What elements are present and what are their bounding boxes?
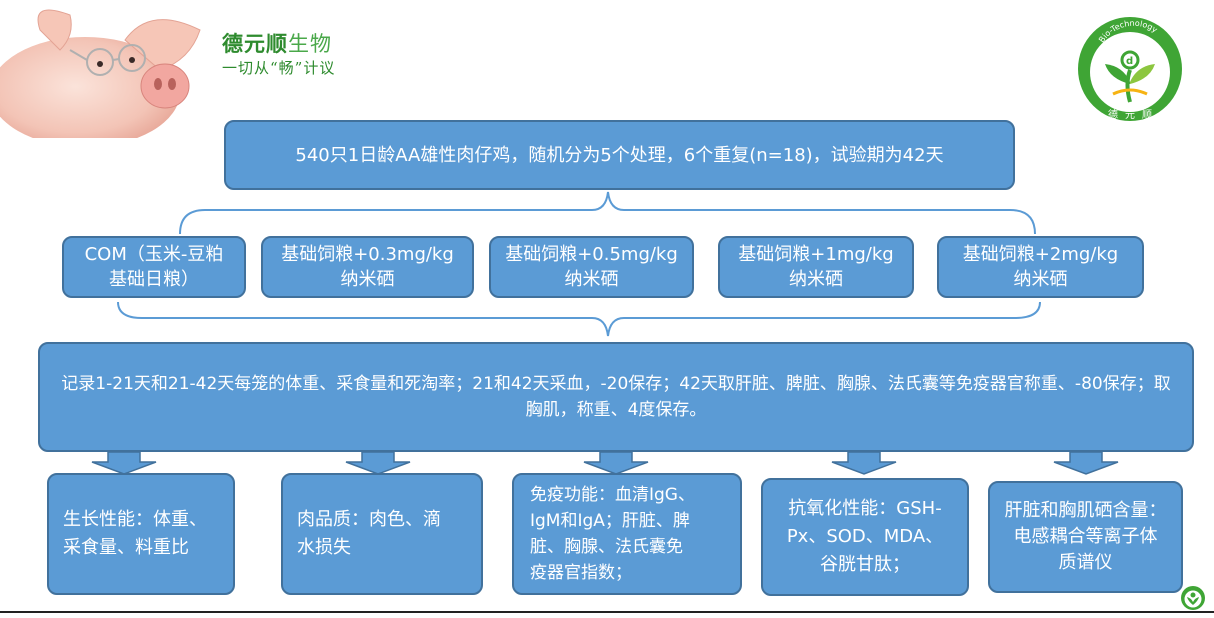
corner-logo-icon [1181,586,1205,610]
brand-name-light: 生物 [288,32,332,56]
arrow-down-3 [583,451,649,475]
brand-slogan: 一切从“畅”计议 [222,59,336,77]
procedure-box: 记录1-21天和21-42天每笼的体重、采食量和死淘率；21和42天采血，-20… [38,342,1194,452]
treatment-box-0-3mg: 基础饲粮+0.3mg/kg 纳米硒 [261,236,474,298]
arrow-down-1 [91,451,157,475]
company-logo: Bio-Technology d 德 元 顺 [1078,17,1182,121]
brace-treatments-to-procedure [117,301,1041,337]
treatment-box-1mg: 基础饲粮+1mg/kg 纳米硒 [718,236,914,298]
brand-name-bold: 德元顺 [222,31,288,56]
outcome-box-meat-quality: 肉品质：肉色、滴 水损失 [281,473,483,595]
svg-text:d: d [1126,56,1133,67]
design-box: 540只1日龄AA雄性肉仔鸡，随机分为5个处理，6个重复(n=18)，试验期为4… [224,120,1015,190]
treatment-box-com: COM（玉米-豆粕 基础日粮） [62,236,246,298]
logo-char-3: 顺 [1142,109,1152,121]
arrow-down-5 [1053,451,1119,475]
outcome-box-growth: 生长性能：体重、 采食量、料重比 [47,473,235,595]
pig-mascot-image [0,9,201,138]
logo-char-1: 德 [1108,108,1118,121]
brand-name: 德元顺生物 [222,28,332,58]
arrow-down-4 [831,451,897,475]
treatment-box-2mg: 基础饲粮+2mg/kg 纳米硒 [937,236,1144,298]
arrow-down-2 [345,451,411,475]
outcome-box-antioxidant: 抗氧化性能：GSH- Px、SOD、MDA、 谷胱甘肽； [761,478,969,596]
outcome-box-selenium: 肝脏和胸肌硒含量： 电感耦合等离子体 质谱仪 [988,481,1183,593]
treatment-box-0-5mg: 基础饲粮+0.5mg/kg 纳米硒 [489,236,694,298]
outcome-box-immunity: 免疫功能：血清IgG、 IgM和IgA；肝脏、脾 脏、胸腺、法氏囊免 疫器官指数… [512,473,742,595]
logo-char-2: 元 [1125,110,1135,121]
brace-top-to-treatments [179,191,1036,235]
footer-divider [0,611,1214,613]
